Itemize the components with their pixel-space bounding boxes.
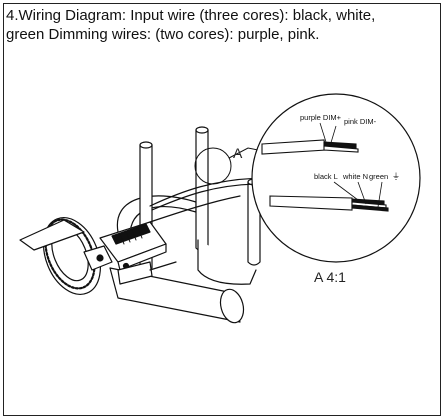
dimming-cable: [261, 139, 359, 155]
clamp: [117, 261, 153, 285]
callout-small-circle: [194, 147, 232, 185]
callout-leader: [194, 147, 259, 185]
callout-marker: A: [233, 145, 243, 161]
purple-dim-plus-label: purple DIM+: [300, 113, 342, 122]
cable-upper: [149, 177, 269, 207]
driver-side: [117, 243, 167, 271]
wiring-diagram-caption: 4.Wiring Diagram: Input wire (three core…: [6, 6, 444, 44]
post-left-top: [139, 141, 153, 149]
black-core: [351, 198, 385, 205]
pink-core: [323, 145, 359, 153]
detail-view: purple DIM+ pink DIM- black L white N gr…: [251, 93, 421, 263]
luminaire-drawing: [19, 126, 269, 324]
input-leaders: [333, 181, 383, 208]
white-n-label: white N: [342, 172, 368, 181]
ground-symbol: ⏚: [392, 172, 400, 181]
dimming-leaders: [319, 122, 337, 147]
lamp-visor: [19, 219, 85, 251]
detail-scale-label: A 4:1: [314, 269, 346, 285]
diagram-frame: [3, 3, 441, 416]
mounting-tube: [109, 267, 241, 323]
input-cable: [269, 195, 389, 212]
cable-lower: [149, 195, 241, 223]
frame-u: [197, 239, 257, 285]
callout-leader-line: [228, 147, 259, 159]
cable-upper-2: [151, 183, 269, 211]
green-label: green: [369, 172, 388, 181]
driver-fins: [119, 227, 143, 245]
caption-line-2: green Dimming wires: (two cores): purple…: [6, 26, 320, 43]
clamp-screw: [149, 261, 177, 271]
tube-end: [219, 288, 245, 324]
detail-circle: [251, 93, 421, 263]
black-l-label: black L: [314, 172, 338, 181]
mount-bolt: [96, 254, 104, 262]
post-middle-top: [195, 126, 209, 134]
green-core: [351, 204, 389, 212]
pink-dim-minus-label: pink DIM-: [344, 117, 377, 126]
input-sheath: [269, 195, 353, 211]
caption-line-1: 4.Wiring Diagram: Input wire (three core…: [6, 7, 376, 24]
